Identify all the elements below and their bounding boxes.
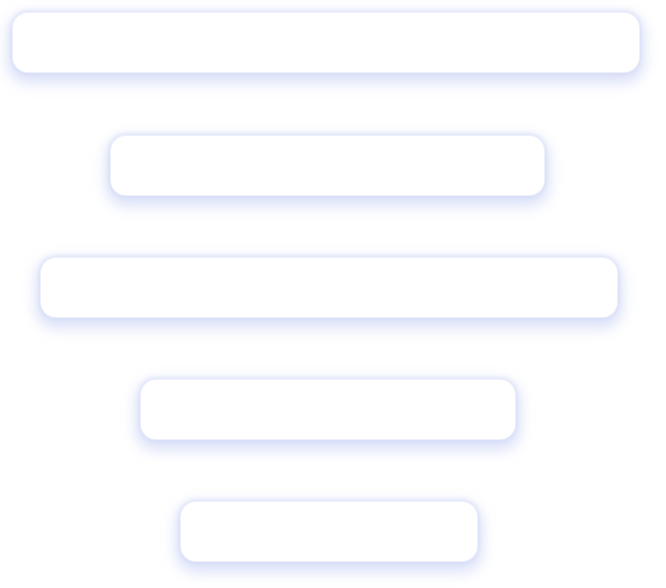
bar-item xyxy=(40,257,618,318)
bar-item xyxy=(140,379,516,440)
bar-item xyxy=(180,501,478,562)
bar-item xyxy=(12,12,640,73)
bar-item xyxy=(110,135,545,196)
